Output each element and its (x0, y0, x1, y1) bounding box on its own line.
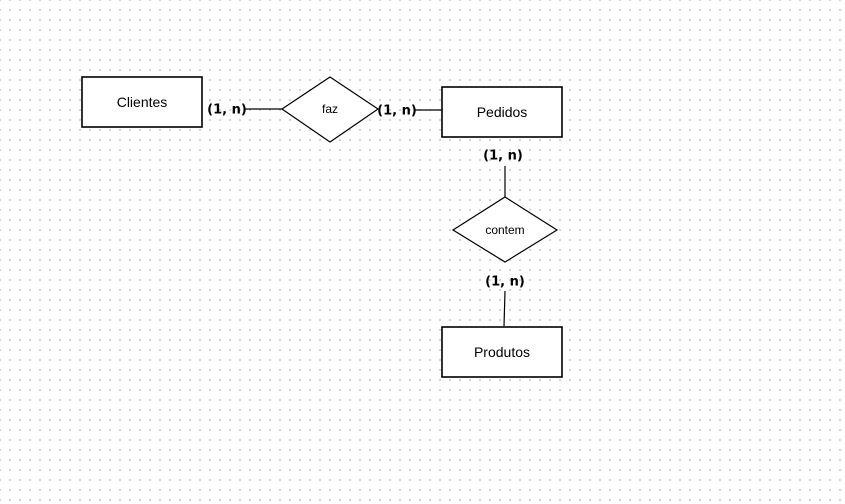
entity-pedidos[interactable]: Pedidos (441, 86, 563, 138)
relationship-contem-label: contem (485, 223, 524, 237)
entity-produtos-label: Produtos (474, 344, 530, 360)
cardinality-faz-pedidos: (1, n) (377, 104, 417, 119)
cardinality-clientes-faz: (1, n) (207, 103, 247, 118)
relationship-contem-diamond[interactable] (451, 196, 559, 263)
cardinality-pedidos-contem: (1, n) (483, 149, 523, 164)
relationship-faz[interactable]: faz (280, 76, 380, 143)
entity-pedidos-box[interactable] (441, 86, 563, 138)
relationship-faz-label: faz (322, 102, 338, 116)
relationship-contem[interactable]: contem (451, 196, 559, 263)
relationship-faz-diamond[interactable] (280, 76, 380, 143)
entity-produtos-box[interactable] (441, 326, 563, 378)
connector-contem-produtos[interactable] (503, 290, 506, 327)
cardinality-contem-produtos: (1, n) (485, 275, 525, 290)
entity-pedidos-label: Pedidos (477, 104, 528, 120)
entity-clientes-label: Clientes (117, 94, 168, 110)
entity-clientes[interactable]: Clientes (81, 76, 203, 128)
entity-produtos[interactable]: Produtos (441, 326, 563, 378)
entity-clientes-box[interactable] (81, 76, 203, 128)
